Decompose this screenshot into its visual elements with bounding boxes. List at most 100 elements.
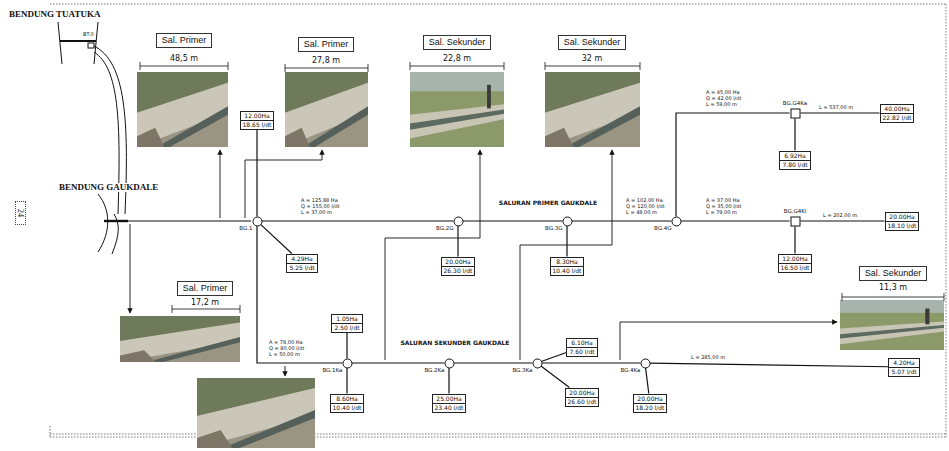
- area-discharge-box: 1.05Ha2.50 l/dt: [331, 314, 362, 333]
- channel-line: [346, 368, 347, 394]
- weir-name: BENDUNG TUATUKA: [8, 10, 101, 19]
- node-text: 6.92Ha: [780, 152, 809, 160]
- channel-line: [541, 366, 570, 388]
- channel-line: [681, 220, 790, 221]
- annotation-text: A = 45,00 Ha: [705, 90, 741, 95]
- photo-caption-box: Sal. Sekunder: [423, 35, 492, 50]
- annotation-text: Q = 42,00 l/dt: [705, 96, 742, 101]
- node-text: 25.00Ha: [433, 395, 466, 403]
- division-square: [791, 217, 800, 226]
- channel-line: [794, 119, 795, 151]
- channel-line: [262, 220, 454, 221]
- photo-caption-box: Sal. Sekunder: [558, 35, 627, 50]
- annotation-text: L = 202,00 m: [822, 213, 858, 218]
- gate-circle: [672, 217, 681, 226]
- structure-code: BG.G4Ki: [784, 209, 807, 215]
- structure-code: BG.2G: [436, 226, 453, 232]
- photo-caption-box: Sal. Primer: [156, 33, 213, 48]
- structure-code: BG.G4Ka: [783, 101, 807, 107]
- annotation-text: Q = 155,00 l/dt: [300, 204, 341, 209]
- weir-gaukdale: [98, 194, 251, 254]
- page-frame: [50, 437, 946, 438]
- node-text: 12.00Ha: [779, 255, 812, 263]
- node-text: 20.00Ha: [634, 395, 667, 403]
- node-text: 26.30 l/dt: [442, 266, 475, 275]
- structure-code: BG.4G: [654, 226, 671, 232]
- annotation-text: Q = 80,00 l/dt: [268, 346, 305, 351]
- channel-line: [649, 363, 888, 367]
- area-discharge-box: 4.29Ha5.25 l/dt: [286, 254, 317, 273]
- photo-caption-box: Sal. Primer: [177, 281, 234, 296]
- channel-line: [801, 220, 885, 221]
- photo-caption-box: Sal. Primer: [298, 37, 355, 52]
- dimension-line: [140, 62, 944, 313]
- leader-arrow: [520, 150, 612, 360]
- node-text: 7.60 l/dt: [567, 347, 596, 356]
- channel-photo: [545, 72, 640, 147]
- leader-arrow: [285, 366, 286, 376]
- page-number-box: 24: [15, 201, 26, 225]
- channel-photo: [120, 316, 240, 362]
- gate-structure-node: BG.4Ka: [640, 358, 651, 369]
- channel-line: [257, 226, 343, 364]
- area-discharge-box: 8.60Ha10.40 l/dt: [330, 394, 365, 413]
- structure-code: BG.1Ka: [322, 368, 342, 374]
- channel-line: [352, 362, 445, 363]
- dimension-line: [545, 62, 640, 70]
- annotation-text: L = 59,00 m: [705, 102, 738, 107]
- dimension-label: 48,5 m: [169, 55, 199, 63]
- division-square: [790, 216, 801, 227]
- division-box-node: BG.G4Ka: [790, 108, 801, 119]
- node-text: 5.25 l/dt: [287, 263, 316, 272]
- dimension-line: [285, 64, 368, 72]
- annotation-text: A = 125,88 Ha: [300, 198, 339, 203]
- annotation-text: BT.0: [82, 32, 95, 37]
- node-text: 20.00Ha: [566, 389, 599, 397]
- node-text: Sal. Sekunder: [865, 268, 922, 278]
- node-text: 10.40 l/dt: [551, 266, 584, 275]
- node-text: 18.10 l/dt: [886, 221, 919, 230]
- weir-gaukdale: [128, 220, 251, 221]
- annotation-text: Q = 35,00 l/dt: [705, 204, 742, 209]
- annotation-text: Q = 120,00 l/dt: [625, 204, 666, 209]
- node-text: 16.50 l/dt: [779, 263, 812, 272]
- annotation-text: A = 102,00 Ha: [625, 198, 664, 203]
- gate-circle: [532, 358, 543, 369]
- channel-line: [646, 367, 649, 393]
- annotation-text: A = 78,00 Ha: [268, 340, 304, 345]
- dimension-label: 32 m: [581, 55, 604, 63]
- division-square: [790, 108, 801, 119]
- gate-structure-node: BG.3Ka: [532, 358, 543, 369]
- page-frame: [50, 426, 51, 437]
- channel-photo: [197, 378, 315, 448]
- page-frame: [50, 4, 946, 437]
- area-discharge-box: 8.30Ha10.40 l/dt: [550, 257, 585, 276]
- leader-arrow: [130, 150, 837, 376]
- node-text: 20.00Ha: [442, 258, 475, 266]
- node-text: 12.00Ha: [241, 112, 274, 120]
- page-frame: [946, 4, 947, 437]
- structure-code: BG.2Ka: [424, 368, 444, 374]
- channel-line: [676, 113, 790, 217]
- node-text: 5.07 l/dt: [889, 367, 918, 376]
- node-text: Sal. Primer: [162, 35, 207, 45]
- dimension-label: 27,8 m: [311, 57, 341, 65]
- area-discharge-box: 40.00Ha22.82 l/dt: [880, 104, 915, 123]
- dimension-line: [410, 62, 504, 70]
- node-text: 20.00Ha: [886, 213, 919, 221]
- node-text: 8.60Ha: [331, 395, 364, 403]
- leader-arrow: [130, 224, 131, 313]
- node-text: 40.00Ha: [881, 105, 914, 113]
- weir-tuatuka: [94, 22, 98, 64]
- channel-photo: [285, 72, 368, 147]
- leader-arrow: [385, 150, 480, 360]
- channel-photo: [840, 300, 944, 350]
- node-text: Sal. Sekunder: [564, 37, 621, 47]
- annotation-text: L = 285,00 m: [690, 355, 726, 360]
- photo-caption-box: Sal. Sekunder: [859, 266, 928, 281]
- gate-structure-node: BG.2Ka: [444, 358, 455, 369]
- gate-circle: [641, 359, 650, 368]
- dimension-label: 17,2 m: [190, 299, 220, 307]
- annotation-text: SALURAN SEKUNDER GAUKDALE: [400, 340, 511, 346]
